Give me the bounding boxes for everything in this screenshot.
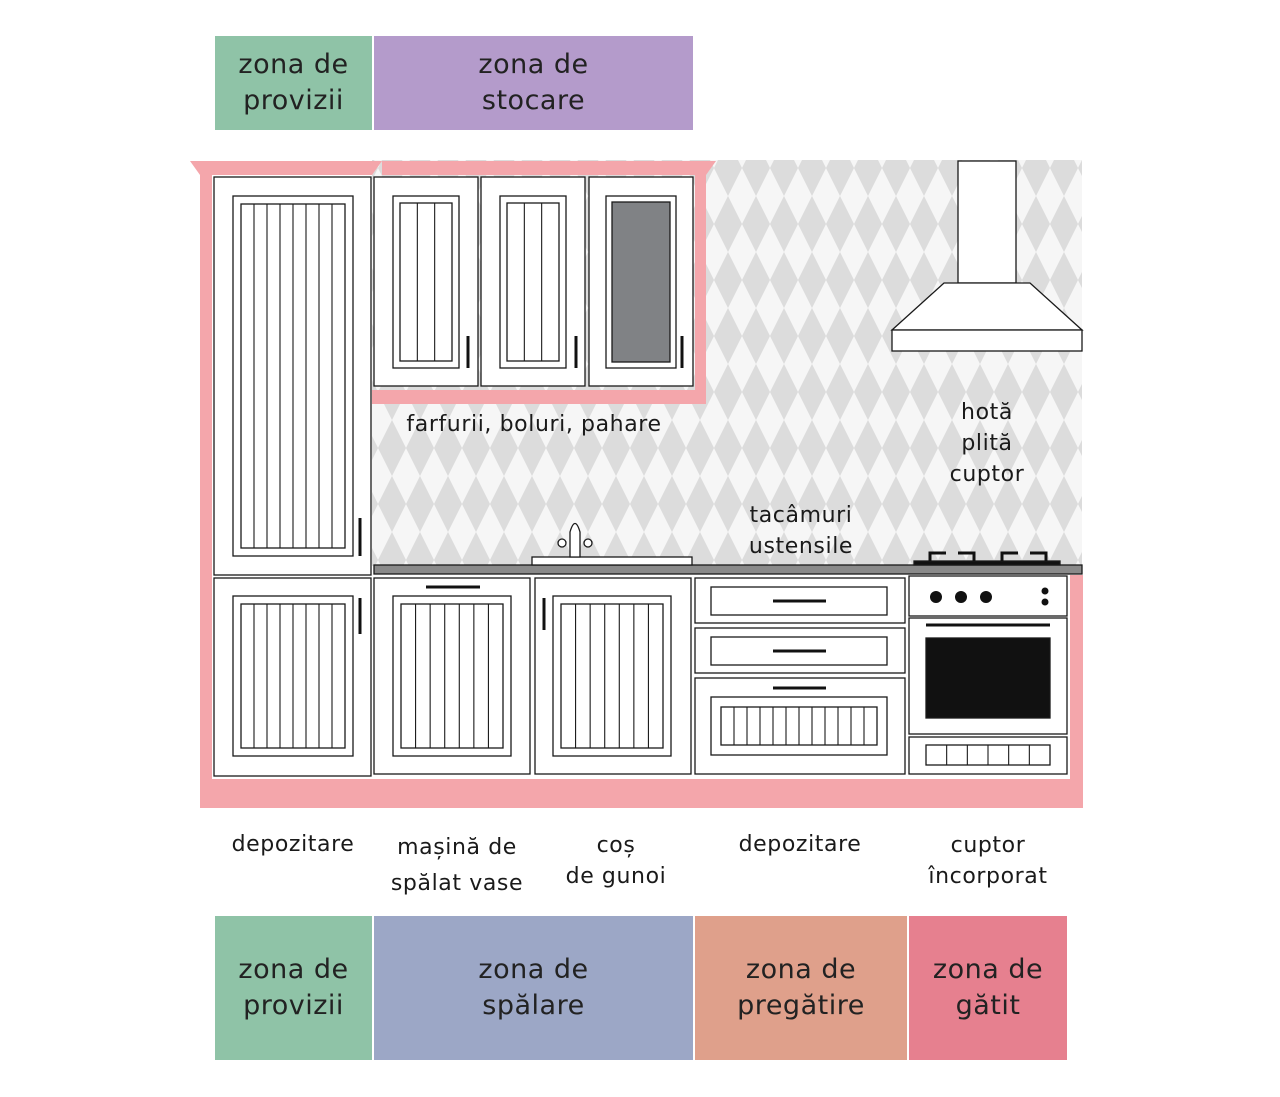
range-hood-chimney [957,160,1017,284]
zone-spalare: zona de spălare [374,916,693,1060]
trash-cabinet [534,577,692,775]
zone-provizii-top: zona de provizii [215,36,372,130]
label-storage-left: depozitare [231,832,355,857]
zone-provizii-top-text: zona de provizii [238,49,349,116]
label-trash: coș de gunoi [565,833,667,889]
upper-cabinet-1 [373,176,479,387]
handles [358,336,1050,690]
zone-spalare-text: zona de spălare [478,954,589,1021]
label-upper-cabinets: farfurii, boluri, pahare [406,412,662,437]
cooktop-grates [928,551,1048,561]
sink [531,556,693,566]
label-cutlery: tacâmuri ustensile [748,503,854,559]
zone-pregatire: zona de pregătire [695,916,907,1060]
zone-pregatire-text: zona de pregătire [737,954,865,1021]
oven-knobs [930,587,1049,606]
countertop [373,564,1083,575]
upper-cabinet-2 [480,176,586,387]
zone-stocare-top-text: zona de stocare [478,49,589,116]
label-storage-drawers: depozitare [738,832,862,857]
faucet [569,522,581,558]
zone-gatit-text: zona de gătit [932,954,1044,1021]
cooktop [913,560,1061,566]
dishwasher-panel [373,577,531,775]
zone-gatit: zona de gătit [909,916,1067,1060]
drawer-3 [694,677,906,775]
label-hood-stove: hotă plită cuptor [949,400,1025,487]
zone-provizii-bottom: zona de provizii [215,916,372,1060]
zone-stocare-top: zona de stocare [374,36,693,130]
label-builtin-oven: cuptor încorporat [928,833,1048,889]
label-dishwasher: mașină de spălat vase [390,835,524,896]
cabinet-frame [190,161,1083,808]
zone-provizii-bottom-text: zona de provizii [238,954,349,1021]
